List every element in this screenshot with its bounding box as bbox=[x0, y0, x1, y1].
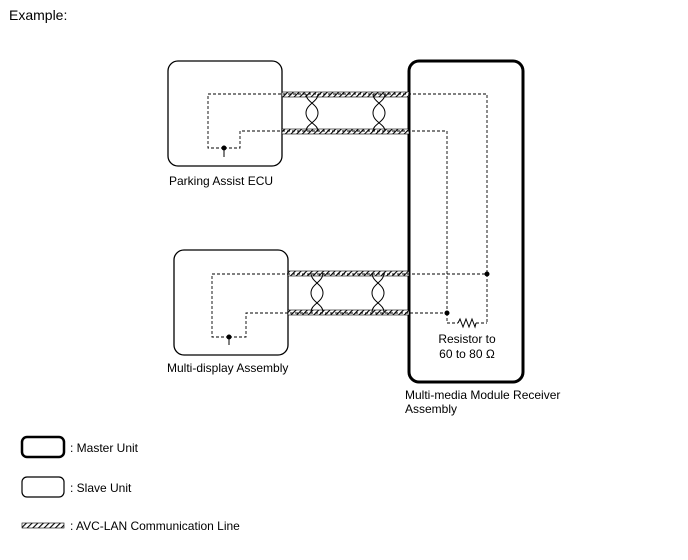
upper-avc-lan-lines bbox=[281, 91, 410, 135]
example-heading: Example: bbox=[9, 7, 68, 23]
resistor-symbol bbox=[457, 317, 477, 329]
receiver-assembly-box bbox=[407, 59, 525, 384]
legend-slave-swatch bbox=[21, 476, 65, 498]
twisted-pair-symbols bbox=[305, 93, 386, 313]
junctions bbox=[221, 145, 490, 345]
legend-master-swatch bbox=[20, 435, 66, 459]
internal-wiring bbox=[207, 93, 488, 338]
multi-display-assembly-label: Multi-display Assembly bbox=[167, 361, 289, 375]
legend-line-label: : AVC-LAN Communication Line bbox=[70, 519, 240, 533]
legend-line-swatch bbox=[21, 522, 65, 529]
receiver-assembly-label-line2: Assembly bbox=[405, 402, 458, 416]
receiver-assembly-label-line1: Multi-media Module Receiver bbox=[405, 388, 561, 402]
multi-display-assembly-box bbox=[173, 249, 289, 356]
resistor-label-line2: 60 to 80 Ω bbox=[439, 347, 495, 361]
parking-assist-ecu-label: Parking Assist ECU bbox=[169, 174, 274, 188]
legend-slave-label: : Slave Unit bbox=[70, 481, 132, 495]
lower-avc-lan-lines bbox=[287, 270, 410, 316]
legend-master-label: : Master Unit bbox=[70, 441, 139, 455]
parking-assist-ecu-box bbox=[167, 60, 283, 167]
resistor-label-line1: Resistor to bbox=[438, 332, 496, 346]
